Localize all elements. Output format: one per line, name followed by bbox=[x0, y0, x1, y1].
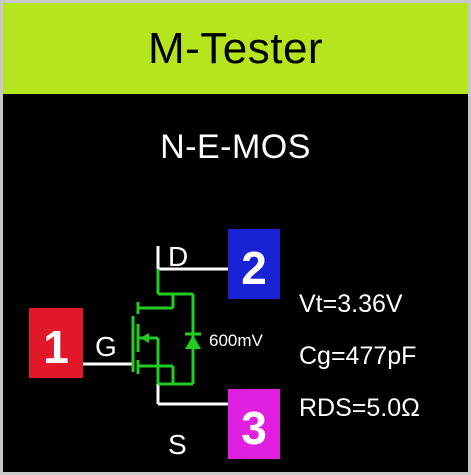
threshold-voltage: Vt=3.36V bbox=[299, 290, 403, 318]
mosfet-diagram: D G S 600mV 1 2 3 Vt=3.36V Cg=477pF RDS=… bbox=[29, 229, 420, 460]
channel-arrow-icon bbox=[140, 333, 149, 343]
diode-voltage: 600mV bbox=[209, 331, 264, 350]
drain-label: D bbox=[168, 241, 188, 272]
component-type: N-E-MOS bbox=[160, 128, 311, 166]
header-bar: M-Tester bbox=[3, 3, 468, 94]
pin-badge-source bbox=[228, 389, 280, 459]
body-diode-icon bbox=[185, 335, 201, 349]
drain-source-resistance: RDS=5.0Ω bbox=[299, 394, 420, 422]
source-label: S bbox=[168, 429, 187, 460]
gate-label: G bbox=[95, 331, 117, 362]
gate-capacitance: Cg=477pF bbox=[299, 342, 416, 370]
result-screen: N-E-MOS bbox=[3, 94, 468, 472]
pin-number-drain: 2 bbox=[241, 242, 267, 294]
pin-badge-drain bbox=[228, 229, 280, 299]
pin-badge-gate bbox=[29, 308, 83, 378]
mosfet-symbol bbox=[131, 269, 201, 386]
pin-number-gate: 1 bbox=[43, 321, 69, 373]
pin-number-source: 3 bbox=[241, 402, 267, 454]
app-title: M-Tester bbox=[147, 23, 324, 73]
